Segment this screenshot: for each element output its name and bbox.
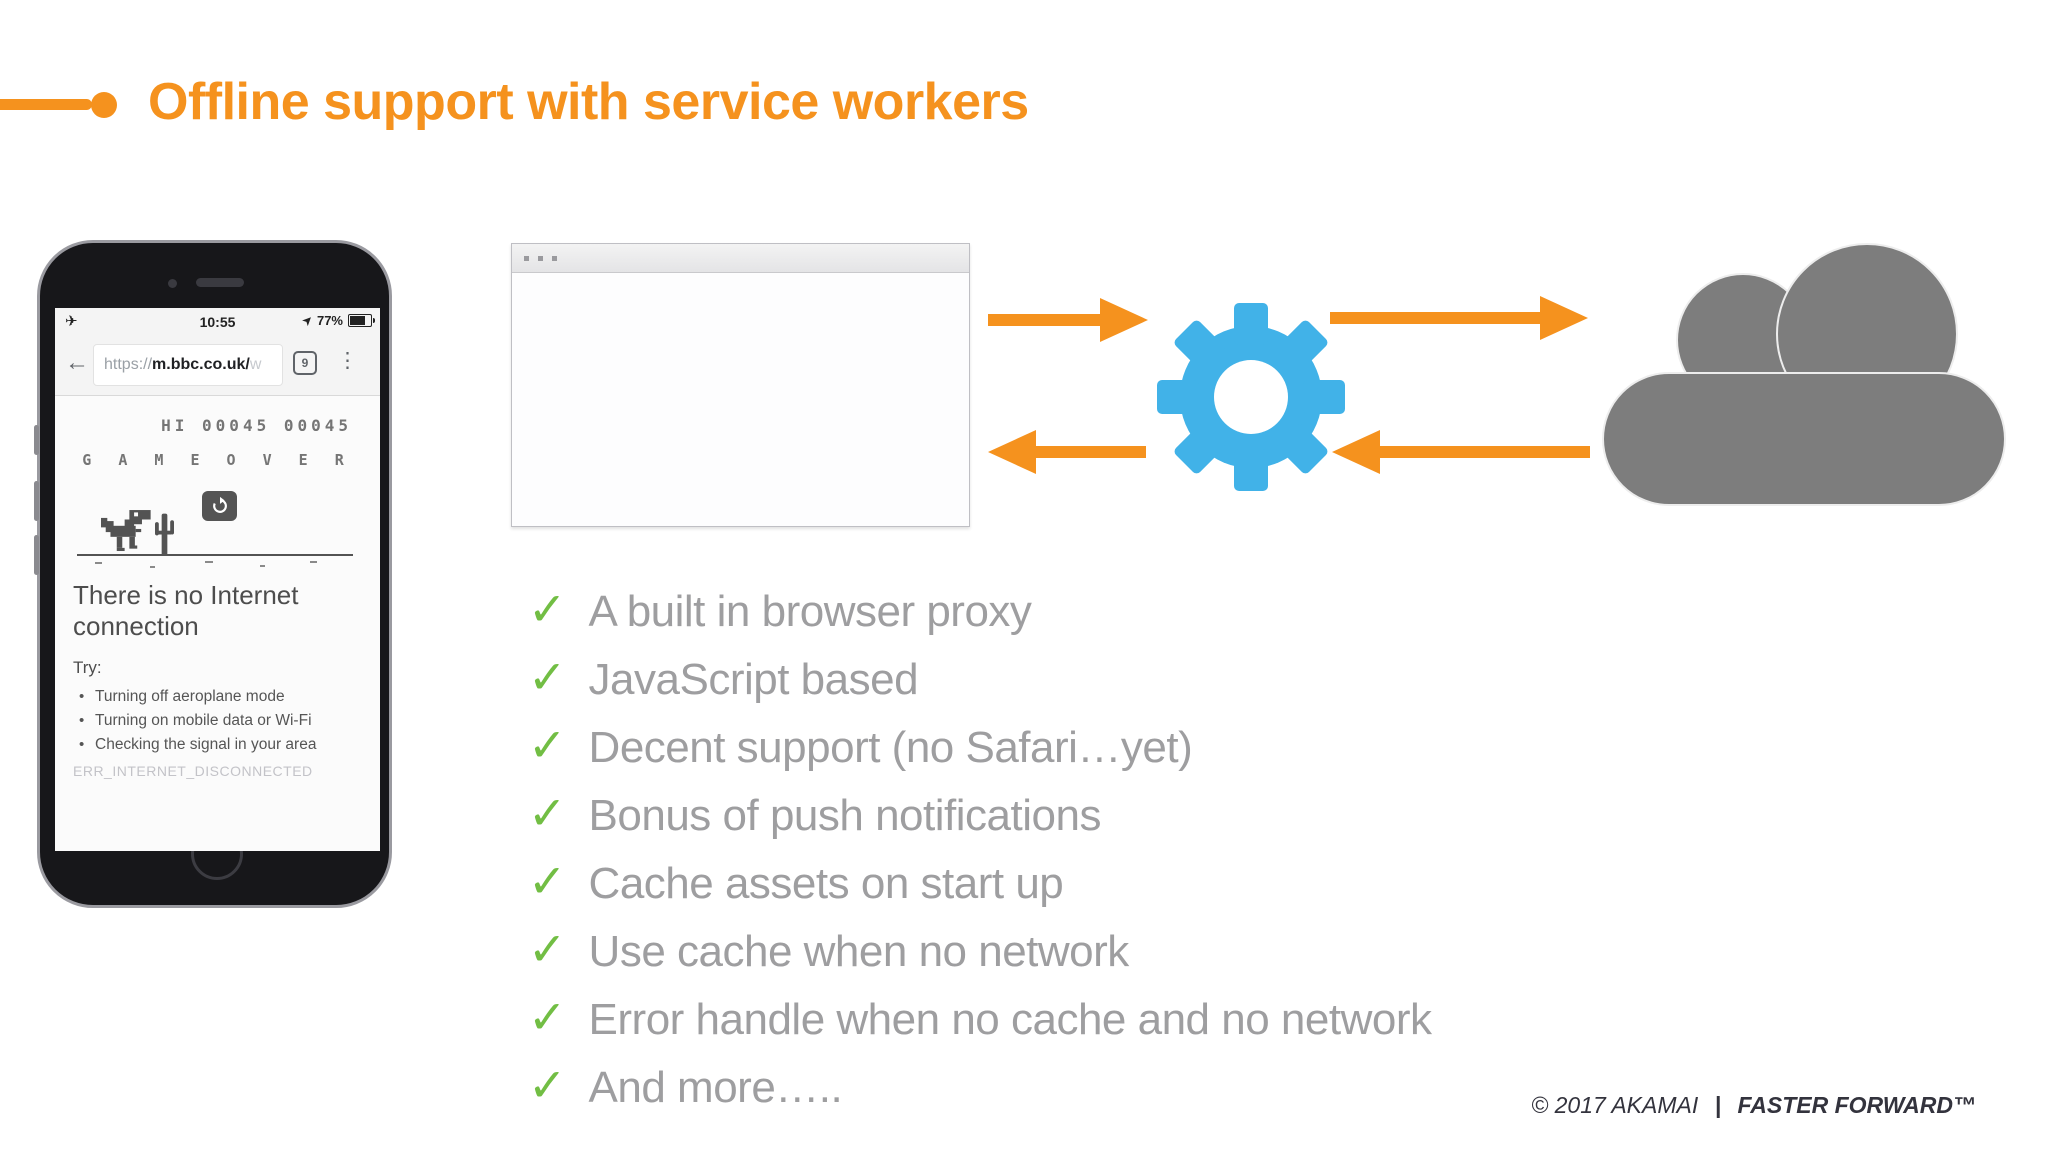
phone-mockup: ✈ 10:55 ➤ 77% ← https://m.bbc.co.uk/w 9 …: [34, 240, 392, 908]
check-icon: ✓: [528, 787, 567, 839]
suggestion-item: Turning on mobile data or Wi-Fi: [79, 712, 311, 730]
checklist-item: ✓ JavaScript based: [528, 646, 1431, 714]
game-over-text: G A M E O V E R: [82, 451, 353, 469]
checklist-item: ✓ Cache assets on start up: [528, 850, 1431, 918]
check-icon: ✓: [528, 1059, 567, 1111]
checklist-item: ✓ And more…..: [528, 1054, 1431, 1122]
battery-icon: [348, 314, 375, 327]
browser-titlebar: [512, 244, 969, 273]
window-dot: [552, 255, 557, 261]
arrow-gear-to-browser: [988, 430, 1146, 474]
checklist-label: Error handle when no cache and no networ…: [588, 995, 1432, 1044]
try-label: Try:: [73, 658, 102, 677]
back-button[interactable]: ←: [65, 349, 89, 376]
window-dot: [524, 255, 529, 261]
ground-pebble: [260, 565, 265, 567]
browser-window: [511, 243, 970, 527]
feature-checklist: ✓ A built in browser proxy ✓ JavaScript ba…: [528, 578, 1432, 1122]
service-worker-gear-icon: [1157, 303, 1345, 491]
checklist-label: And more…..: [588, 1063, 843, 1112]
browser-toolbar: ← https://m.bbc.co.uk/w 9 ⋮: [55, 335, 380, 396]
check-icon: ✓: [528, 719, 567, 771]
dino-icon: [101, 510, 151, 552]
ground-pebble: [205, 561, 213, 563]
location-arrow-icon: ➤: [300, 313, 316, 329]
tab-count-button[interactable]: 9: [293, 351, 317, 375]
offline-heading: There is no Internet connection: [73, 580, 299, 641]
cloud-icon: [1602, 243, 2006, 506]
checklist-item: ✓ Error handle when no cache and no netwo…: [528, 986, 1432, 1054]
check-icon: ✓: [528, 923, 567, 975]
airplane-mode-icon: ✈: [65, 313, 78, 330]
checklist-label: A built in browser proxy: [588, 587, 1032, 636]
phone-volume-down-button: [34, 535, 39, 575]
title-rule-dot: [91, 92, 117, 118]
url-scheme: https://: [104, 356, 153, 373]
footer-separator: |: [1714, 1092, 1722, 1118]
arrow-gear-to-cloud: [1330, 296, 1588, 340]
suggestion-item: Checking the signal in your area: [79, 736, 316, 754]
footer-copyright: © 2017 AKAMAI: [1531, 1092, 1699, 1118]
checklist-label: Use cache when no network: [588, 927, 1130, 976]
checklist-item: ✓ Decent support (no Safari…yet): [528, 714, 1431, 782]
phone-volume-up-button: [34, 481, 39, 521]
check-icon: ✓: [528, 583, 567, 635]
url-input[interactable]: https://m.bbc.co.uk/w: [93, 344, 283, 386]
footer-tagline: FASTER FORWARD™: [1737, 1092, 1976, 1118]
checklist-label: Cache assets on start up: [588, 859, 1064, 908]
battery-percent: 77%: [316, 313, 343, 328]
suggestion-item: Turning off aeroplane mode: [79, 688, 285, 706]
check-icon: ✓: [528, 855, 567, 907]
ground-pebble: [150, 566, 155, 568]
checklist-item: ✓ A built in browser proxy: [528, 578, 1431, 646]
checklist-label: Decent support (no Safari…yet): [588, 723, 1193, 772]
title-rule-line: [0, 99, 92, 110]
ground-pebble: [95, 562, 102, 564]
footer: © 2017 AKAMAI | FASTER FORWARD™: [1531, 1092, 1976, 1119]
phone-mute-switch: [34, 425, 39, 455]
checklist-label: Bonus of push notifications: [588, 791, 1102, 840]
ground-line: [77, 554, 353, 556]
status-time: 10:55: [199, 314, 236, 330]
check-icon: ✓: [528, 991, 567, 1043]
front-camera: [168, 279, 177, 288]
arrow-browser-to-gear: [988, 298, 1148, 342]
cactus-icon: [155, 513, 174, 556]
ground-pebble: [310, 561, 317, 563]
url-host: m.bbc.co.uk/: [152, 356, 250, 373]
url-truncated: w: [249, 356, 262, 373]
error-code: ERR_INTERNET_DISCONNECTED: [73, 763, 313, 779]
dino-hi-score: HI 00045 00045: [161, 416, 352, 435]
checklist-item: ✓ Use cache when no network: [528, 918, 1431, 986]
window-dot: [538, 255, 543, 261]
check-icon: ✓: [528, 651, 567, 703]
checklist-label: JavaScript based: [588, 655, 919, 704]
replay-button[interactable]: [202, 491, 237, 521]
checklist-item: ✓ Bonus of push notifications: [528, 782, 1431, 850]
slide-title: Offline support with service workers: [148, 73, 1029, 131]
overflow-menu-button[interactable]: ⋮: [337, 349, 358, 372]
status-bar: ✈ 10:55 ➤ 77%: [55, 308, 380, 335]
earpiece-speaker: [196, 278, 244, 287]
phone-screen: ✈ 10:55 ➤ 77% ← https://m.bbc.co.uk/w 9 …: [55, 308, 380, 851]
arrow-cloud-to-gear: [1332, 430, 1590, 474]
replay-icon: [212, 496, 227, 513]
